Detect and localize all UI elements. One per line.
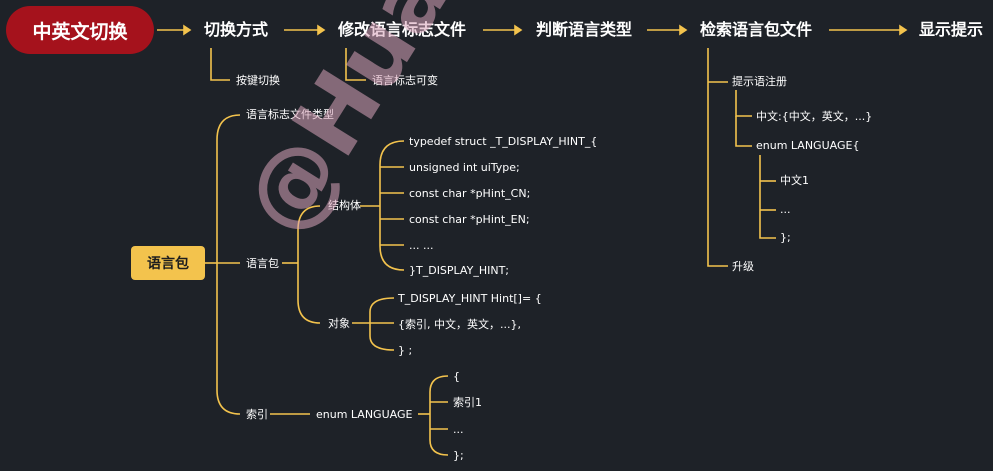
flag-file-type: 语言标志文件类型 xyxy=(246,108,334,121)
object-line: T_DISPLAY_HINT Hint[]= { xyxy=(398,292,542,305)
step-retrieve-pack: 检索语言包文件 xyxy=(700,20,813,39)
retrieve-enum: enum LANGUAGE{ xyxy=(756,139,860,152)
index-line: }; xyxy=(453,449,464,462)
root-node: 中英文切换 xyxy=(6,6,154,54)
object-line: {索引, 中文，英文，...}, xyxy=(398,318,521,331)
object-line: } ; xyxy=(398,344,413,357)
object-node: 对象 xyxy=(328,317,350,330)
step-modify-flag-file: 修改语言标志文件 xyxy=(338,20,467,39)
sub-key-switch: 按键切换 xyxy=(236,74,280,87)
struct-line: typedef struct _T_DISPLAY_HINT_{ xyxy=(409,135,598,148)
index-line: 索引1 xyxy=(453,396,482,409)
retrieve-enum-item: }; xyxy=(780,231,791,244)
lang-pack-branch: 语言包 xyxy=(246,257,279,270)
retrieve-enum-item: 中文1 xyxy=(780,174,809,187)
index-enum: enum LANGUAGE xyxy=(316,408,413,421)
struct-line: }T_DISPLAY_HINT; xyxy=(409,264,509,277)
struct-line: const char *pHint_CN; xyxy=(409,187,531,200)
step-switch-method: 切换方式 xyxy=(204,20,269,39)
struct-line: ... ... xyxy=(409,239,434,252)
index-node: 索引 xyxy=(246,408,268,421)
step-judge-language: 判断语言类型 xyxy=(536,20,633,39)
index-line: ... xyxy=(453,423,464,436)
retrieve-register: 提示语注册 xyxy=(732,75,787,88)
retrieve-upgrade: 升级 xyxy=(732,260,754,273)
sub-flag-variable: 语言标志可变 xyxy=(372,74,438,87)
retrieve-enum-item: ... xyxy=(780,203,791,216)
index-line: { xyxy=(453,370,460,383)
lang-pack-node: 语言包 xyxy=(131,246,205,280)
step-show-hint: 显示提示 xyxy=(919,20,984,39)
struct-node: 结构体 xyxy=(328,199,361,212)
struct-line: unsigned int uiType; xyxy=(409,161,520,174)
retrieve-cn-line: 中文:{中文，英文，...} xyxy=(756,110,873,123)
struct-line: const char *pHint_EN; xyxy=(409,213,530,226)
